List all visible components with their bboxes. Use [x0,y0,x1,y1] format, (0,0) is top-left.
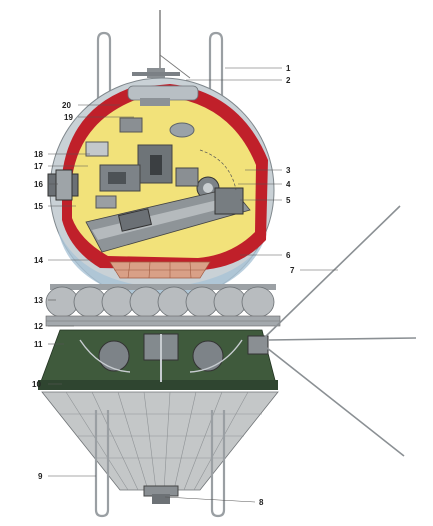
callout-15: 15 [34,202,43,211]
callout-17: 17 [34,162,43,171]
callout-14: 14 [34,256,43,265]
callout-18: 18 [34,150,43,159]
callout-8: 8 [259,498,264,507]
callout-4: 4 [286,180,291,189]
callout-20: 20 [62,101,71,110]
callout-2: 2 [286,76,291,85]
gas-tank-ring [45,284,281,327]
honeycomb-floor [109,261,211,279]
callout-11: 11 [34,340,43,349]
callout-7: 7 [290,266,295,275]
callout-13: 13 [34,296,43,305]
leader-lines [48,67,338,503]
porthole [169,122,195,138]
callout-12: 12 [34,322,43,331]
instrument-cone [41,391,279,518]
callout-3: 3 [286,166,291,175]
callout-9: 9 [38,472,43,481]
callout-19: 19 [64,113,73,122]
callout-10: 10 [32,380,41,389]
callout-numbers: 1 2 3 4 5 6 7 8 9 10 11 12 13 14 15 16 1… [32,64,295,507]
callout-5: 5 [286,196,291,205]
callout-1: 1 [286,64,291,73]
top-antennas [96,10,224,110]
service-module [38,329,278,390]
descent-sphere [47,77,275,303]
callout-16: 16 [34,180,43,189]
ejection-seat [85,187,251,253]
callout-6: 6 [286,251,291,260]
side-antennas [261,205,417,457]
